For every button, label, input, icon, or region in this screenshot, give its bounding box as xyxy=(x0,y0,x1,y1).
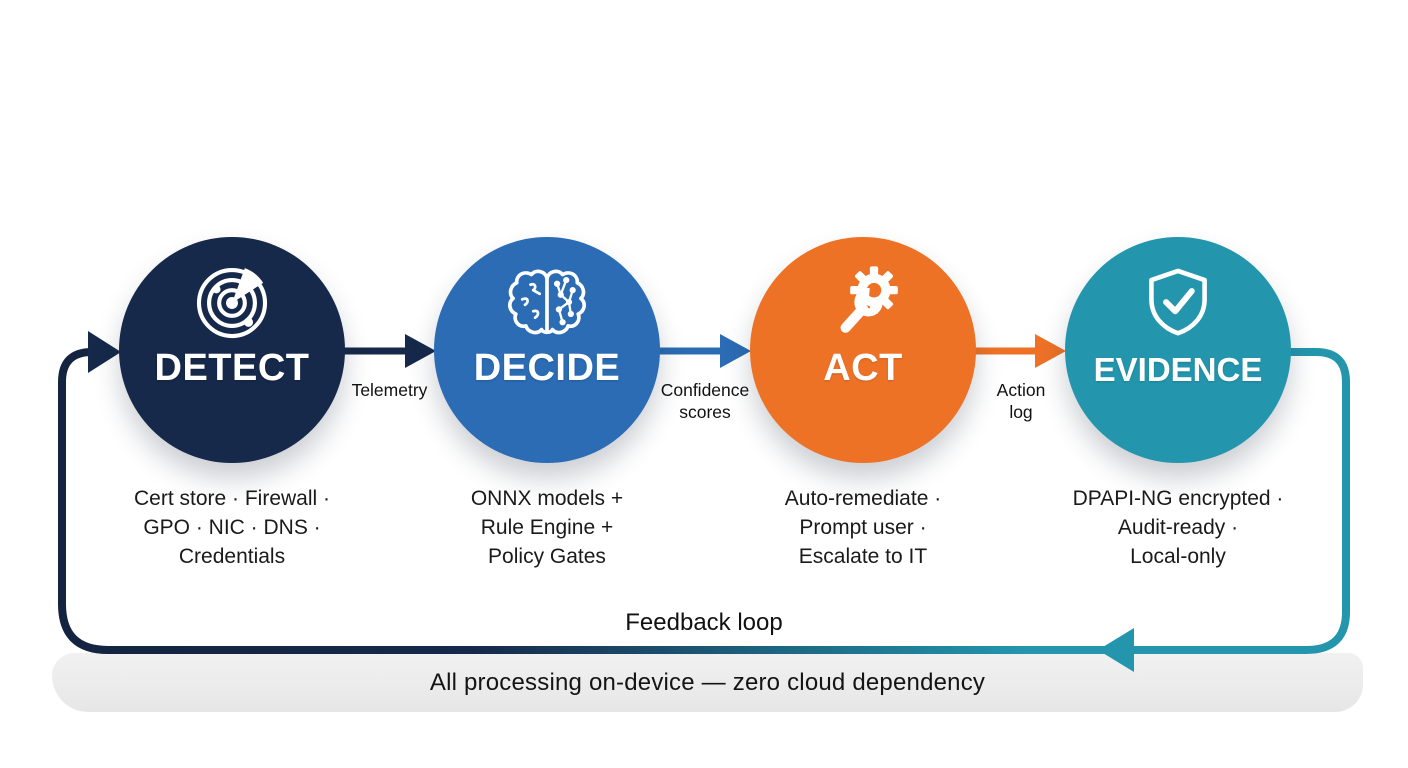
stage-act-title: ACT xyxy=(823,347,903,389)
arrow-telemetry-head xyxy=(405,334,436,368)
stage-evidence-caption: DPAPI-NG encrypted · Audit-ready · Local… xyxy=(1072,487,1284,568)
stage-decide-circle: DECIDE xyxy=(434,237,660,463)
arrow-label-action-log: Action log xyxy=(996,380,1046,422)
arrow-label-telemetry: Telemetry xyxy=(351,380,428,400)
arrow-confidence-head xyxy=(720,334,751,368)
stage-evidence-title: EVIDENCE xyxy=(1093,351,1263,388)
shield-check-icon xyxy=(1149,268,1207,336)
stage-decide: DECIDE ONNX models + Rule Engine + Polic… xyxy=(434,237,660,571)
feedback-loop-arrowhead-left xyxy=(88,331,121,373)
stage-detect-caption: Cert store · Firewall · GPO · NIC · DNS … xyxy=(133,487,331,568)
arrow-action-head xyxy=(1035,334,1066,368)
stage-detect: DETECT Cert store · Firewall · GPO · NIC… xyxy=(119,237,345,571)
stage-decide-title: DECIDE xyxy=(473,347,621,389)
stage-detect-title: DETECT xyxy=(154,347,310,389)
gear-wrench-icon xyxy=(840,266,898,333)
stage-act-caption: Auto-remediate · Prompt user · Escalate … xyxy=(784,487,942,568)
stage-decide-caption: ONNX models + Rule Engine + Policy Gates xyxy=(470,487,624,568)
stage-act-circle: ACT xyxy=(750,237,976,463)
arrow-label-confidence-scores: Confidence scores xyxy=(660,380,750,422)
footer-band: All processing on-device — zero cloud de… xyxy=(52,653,1363,712)
stage-detect-circle: DETECT xyxy=(119,237,345,463)
stage-evidence-circle: EVIDENCE xyxy=(1065,237,1291,463)
stage-evidence: EVIDENCE DPAPI-NG encrypted · Audit-read… xyxy=(1065,237,1291,571)
radar-icon xyxy=(196,267,268,339)
feedback-loop-label: Feedback loop xyxy=(625,609,783,636)
footer-note: All processing on-device — zero cloud de… xyxy=(429,668,986,696)
brain-circuit-icon xyxy=(508,269,586,335)
stage-act: ACT Auto-remediate · Prompt user · Escal… xyxy=(750,237,976,571)
